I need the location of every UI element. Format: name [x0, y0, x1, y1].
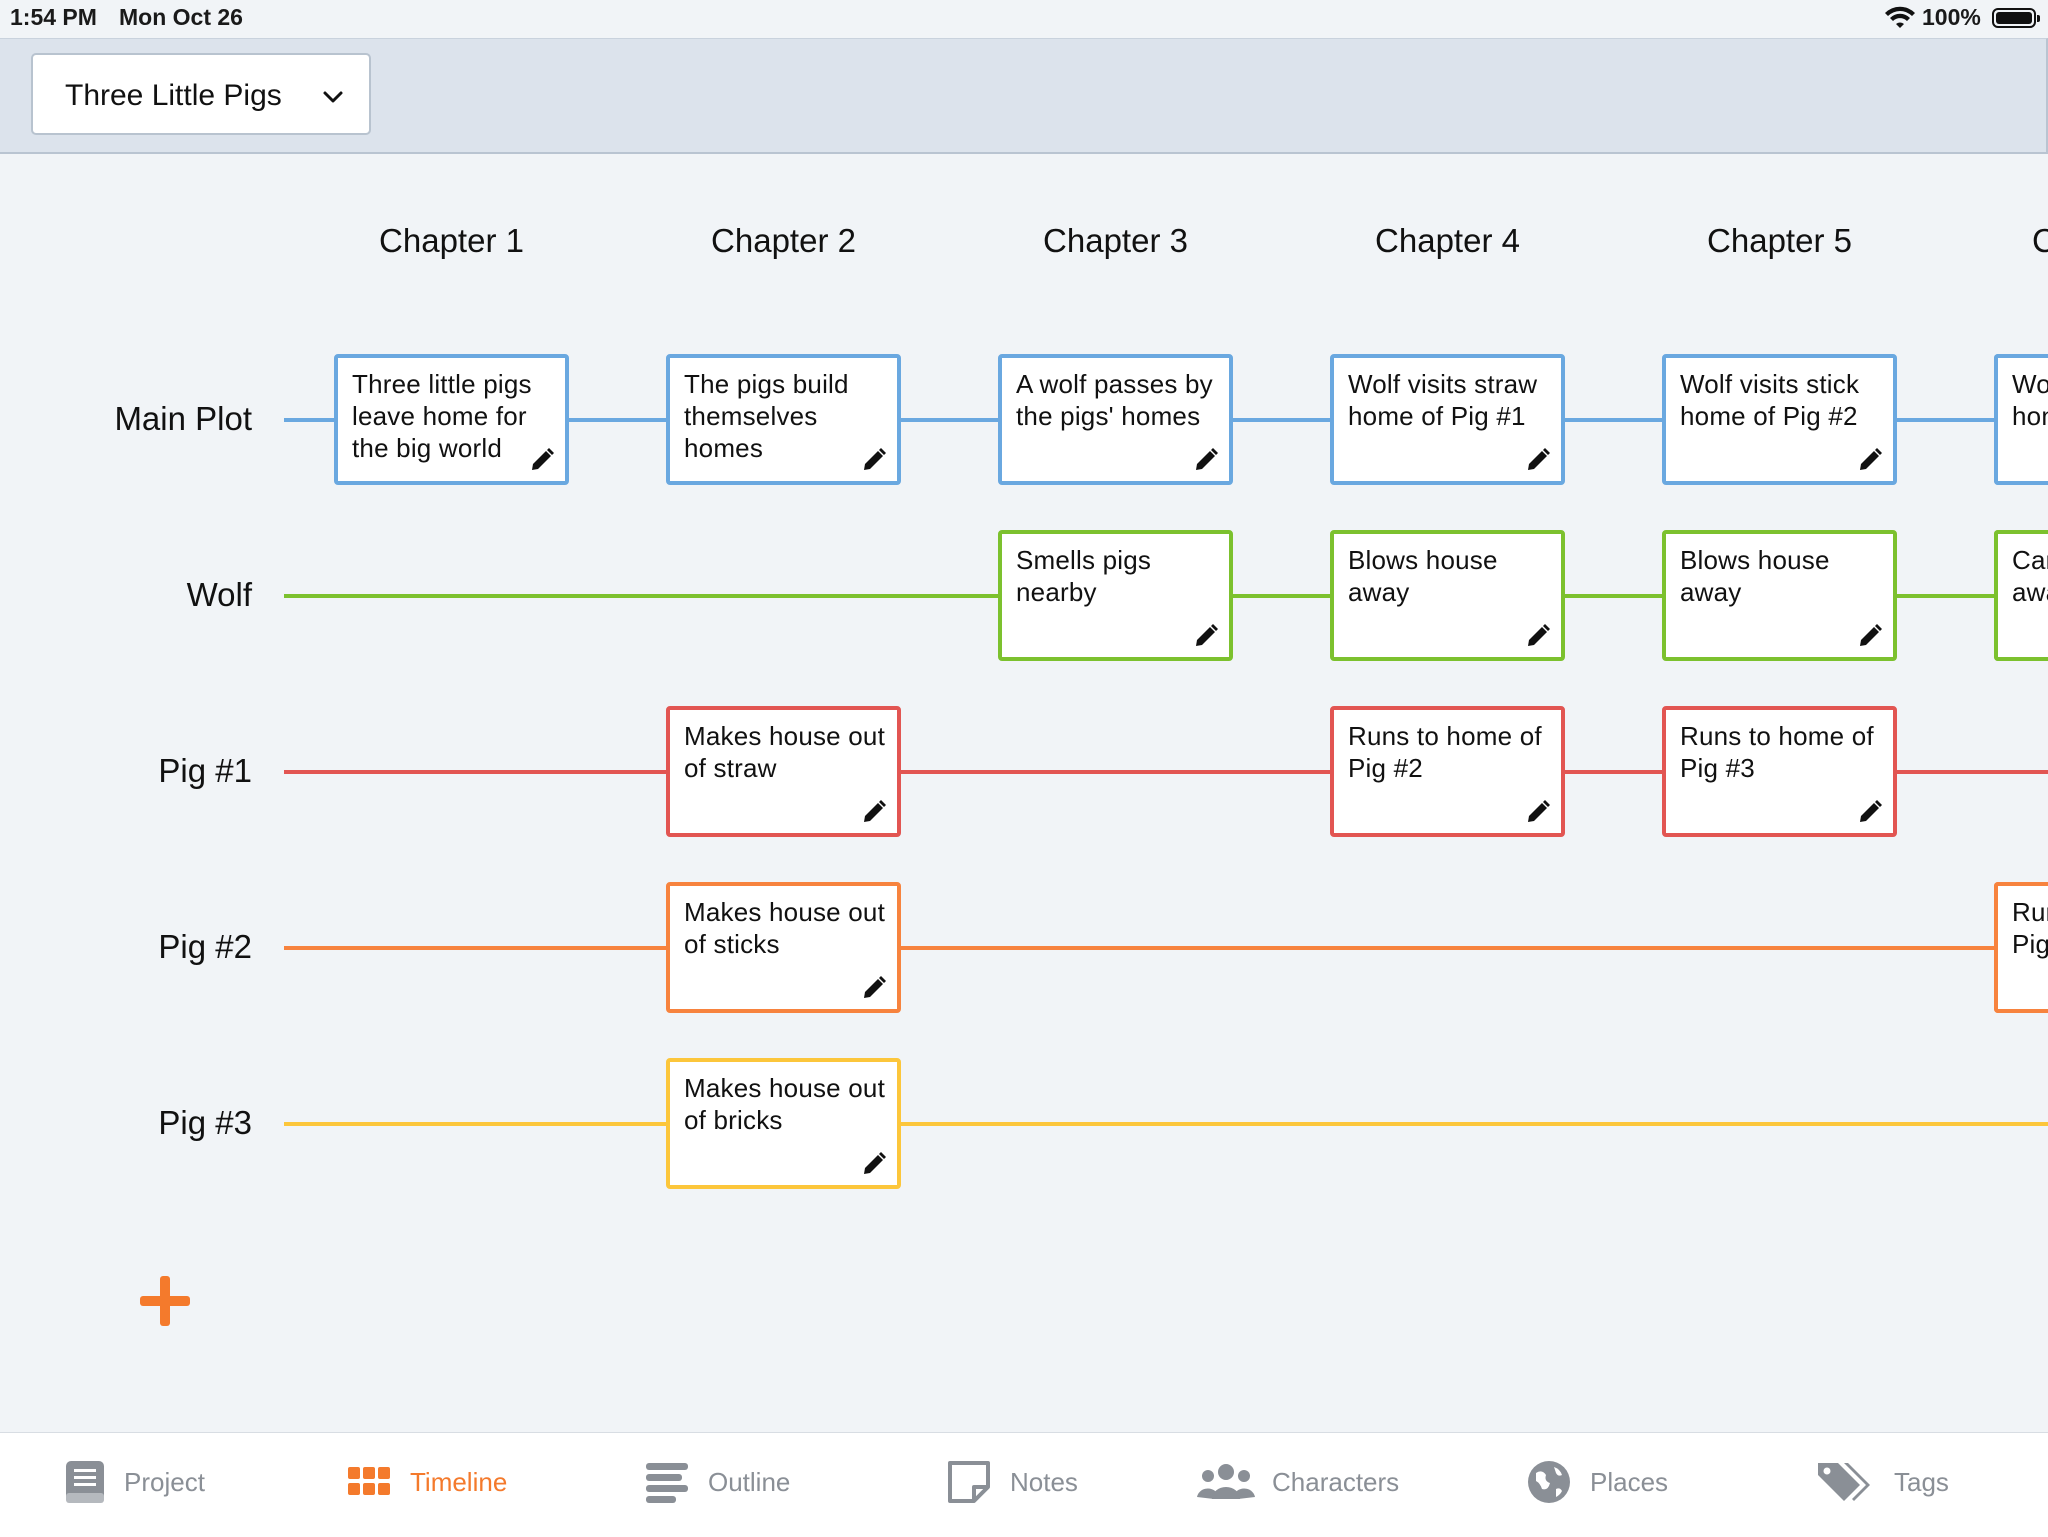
chapter-header: Chapter 2 — [711, 222, 856, 259]
row-label-pig-3: Pig #3 — [158, 1104, 252, 1141]
scene-card-text: Runs to home of Pig #3 — [1680, 721, 1874, 783]
scene-card-text: Makes house out of bricks — [684, 1073, 886, 1135]
scene-card-text: Makes house out of straw — [684, 721, 886, 783]
scene-card[interactable]: Smells pigs nearby — [998, 530, 1233, 661]
scene-card[interactable]: Makes house out of sticks — [666, 882, 901, 1013]
note-icon — [948, 1461, 990, 1503]
scene-card[interactable]: Car awa — [1994, 530, 2048, 661]
status-time: 1:54 PM — [10, 4, 97, 30]
scene-card[interactable]: Blows house away — [1330, 530, 1565, 661]
pencil-icon[interactable] — [1525, 447, 1551, 473]
project-name: Three Little Pigs — [65, 79, 282, 112]
pencil-icon[interactable] — [861, 447, 887, 473]
pencil-icon[interactable] — [1525, 799, 1551, 825]
row-label-main-plot: Main Plot — [114, 400, 252, 437]
scene-card-text: Runs to home of Pig #2 — [1348, 721, 1542, 783]
tab-notes[interactable]: Notes — [946, 1433, 1146, 1537]
add-row-button[interactable] — [138, 1274, 192, 1328]
scene-card[interactable]: Wolf visits straw home of Pig #1 — [1330, 354, 1565, 485]
pencil-icon[interactable] — [1857, 799, 1883, 825]
tab-bar: Project Timeline Outline Notes Character… — [0, 1432, 2048, 1537]
project-selector[interactable]: Three Little Pigs — [31, 53, 371, 135]
tab-label: Places — [1590, 1467, 1669, 1497]
scene-card[interactable]: Makes house out of straw — [666, 706, 901, 837]
scene-card-text: Wolf visits straw home of Pig #1 — [1348, 369, 1538, 431]
battery-percent: 100% — [1922, 4, 1981, 30]
scene-card-text: Blows house away — [1348, 545, 1498, 607]
pencil-icon[interactable] — [861, 1151, 887, 1177]
track-line-pig-1 — [284, 770, 2048, 774]
pencil-icon[interactable] — [529, 447, 555, 473]
tab-label: Tags — [1894, 1467, 1949, 1497]
chapter-header: C — [2032, 222, 2048, 259]
tab-tags[interactable]: Tags — [1816, 1433, 2016, 1537]
scene-card-text: Wo hon — [2012, 369, 2048, 431]
tab-timeline[interactable]: Timeline — [346, 1433, 546, 1537]
tag-icon — [1818, 1463, 1870, 1501]
pencil-icon[interactable] — [1857, 623, 1883, 649]
scene-card[interactable]: Rur Pig — [1994, 882, 2048, 1013]
chapter-header: Chapter 1 — [379, 222, 524, 259]
people-icon — [1197, 1464, 1255, 1499]
scene-card[interactable]: Wo hon — [1994, 354, 2048, 485]
book-icon — [66, 1461, 104, 1503]
pencil-icon[interactable] — [861, 975, 887, 1001]
chapter-header: Chapter 3 — [1043, 222, 1188, 259]
tab-project[interactable]: Project — [62, 1433, 262, 1537]
scene-card[interactable]: Makes house out of bricks — [666, 1058, 901, 1189]
scene-card[interactable]: Three little pigs leave home for the big… — [334, 354, 569, 485]
pencil-icon[interactable] — [1193, 447, 1219, 473]
tab-outline[interactable]: Outline — [644, 1433, 844, 1537]
tab-label: Notes — [1010, 1467, 1078, 1497]
scene-card[interactable]: A wolf passes by the pigs' homes — [998, 354, 1233, 485]
pencil-icon[interactable] — [861, 799, 887, 825]
scene-card-text: Rur Pig — [2012, 897, 2048, 959]
scene-card-text: Car awa — [2012, 545, 2048, 607]
scene-card-text: A wolf passes by the pigs' homes — [1016, 369, 1213, 431]
scene-card-text: The pigs build themselves homes — [684, 369, 849, 463]
tab-places[interactable]: Places — [1526, 1433, 1726, 1537]
status-date: Mon Oct 26 — [119, 4, 243, 30]
scene-card-text: Wolf visits stick home of Pig #2 — [1680, 369, 1860, 431]
scene-card[interactable]: Runs to home of Pig #3 — [1662, 706, 1897, 837]
chapter-header: Chapter 5 — [1707, 222, 1852, 259]
list-icon — [646, 1463, 688, 1503]
battery-icon — [1992, 8, 2040, 28]
tab-characters[interactable]: Characters — [1196, 1433, 1426, 1537]
tab-label: Timeline — [410, 1467, 508, 1497]
globe-icon — [1528, 1461, 1570, 1503]
scene-card[interactable]: Wolf visits stick home of Pig #2 — [1662, 354, 1897, 485]
status-bar: 1:54 PM Mon Oct 26 100% — [0, 0, 2048, 38]
chevron-down-icon — [323, 91, 343, 103]
tab-label: Project — [124, 1467, 205, 1497]
pencil-icon[interactable] — [1193, 623, 1219, 649]
scene-card[interactable]: The pigs build themselves homes — [666, 354, 901, 485]
scene-card-text: Three little pigs leave home for the big… — [352, 369, 532, 463]
scene-card-text: Blows house away — [1680, 545, 1830, 607]
scene-card-text: Smells pigs nearby — [1016, 545, 1152, 607]
chapter-header: Chapter 4 — [1375, 222, 1520, 259]
scene-card[interactable]: Runs to home of Pig #2 — [1330, 706, 1565, 837]
track-line-pig-2 — [284, 946, 2048, 950]
pencil-icon[interactable] — [1525, 623, 1551, 649]
tab-label: Characters — [1272, 1467, 1400, 1497]
scene-card[interactable]: Blows house away — [1662, 530, 1897, 661]
scene-card-text: Makes house out of sticks — [684, 897, 886, 959]
grid-icon — [348, 1467, 390, 1495]
row-label-pig-1: Pig #1 — [158, 752, 252, 789]
track-line-pig-3 — [284, 1122, 2048, 1126]
wifi-icon — [1885, 6, 1915, 28]
row-label-pig-2: Pig #2 — [158, 928, 252, 965]
tab-label: Outline — [708, 1467, 791, 1497]
plus-icon — [140, 1276, 190, 1326]
pencil-icon[interactable] — [1857, 447, 1883, 473]
row-label-wolf: Wolf — [186, 576, 252, 613]
header-bar: Three Little Pigs — [0, 38, 2048, 154]
